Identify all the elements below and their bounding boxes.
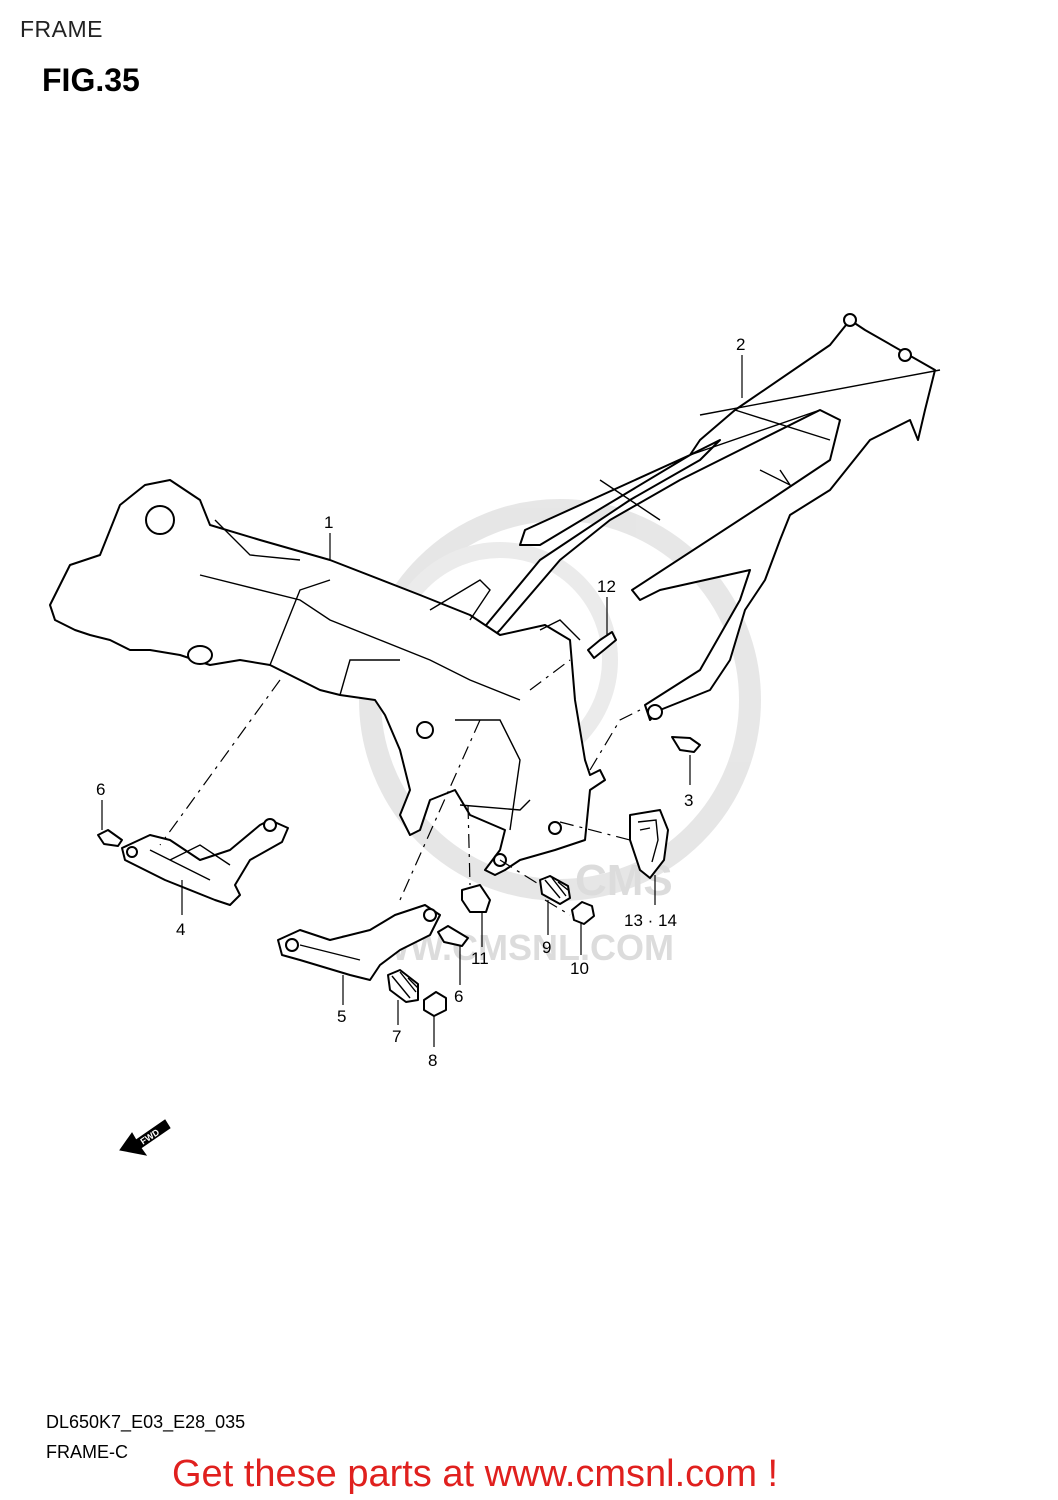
callout-3: 3	[684, 791, 693, 810]
callout-10: 10	[570, 959, 589, 978]
figure-title: FIG.35	[42, 62, 140, 98]
promo-link[interactable]: Get these parts at www.cmsnl.com !	[172, 1453, 779, 1495]
diagram-model-code: DL650K7_E03_E28_035	[46, 1412, 246, 1432]
part-callouts: 1 2 3 4 5 6 6 7 8 9 10 11 12 13 · 14	[96, 335, 745, 1070]
nut-10	[571, 901, 595, 925]
footrest-bracket-part-4	[121, 818, 289, 906]
callout-6-left: 6	[96, 780, 105, 799]
cover-13-14	[629, 809, 669, 879]
bolt-6-left	[97, 829, 123, 847]
nut-8	[423, 991, 447, 1017]
callout-11: 11	[471, 949, 489, 968]
leader-lines	[101, 355, 743, 1047]
bolt-3	[671, 736, 701, 753]
callout-7: 7	[392, 1027, 401, 1046]
footrest-bracket-part-5	[277, 904, 441, 981]
callout-6-center: 6	[454, 987, 463, 1006]
section-title: FRAME	[20, 16, 103, 42]
callout-2: 2	[736, 335, 745, 354]
bolt-12	[587, 631, 617, 659]
bushing-11	[461, 884, 491, 913]
forward-direction-arrow-icon: FWD	[119, 1119, 171, 1156]
callout-9: 9	[542, 938, 551, 957]
callout-8: 8	[428, 1051, 437, 1070]
spring-7	[387, 969, 419, 1003]
bolt-6-center	[437, 925, 469, 947]
diagram-frame-code: FRAME-C	[46, 1442, 128, 1462]
main-frame-part-1	[49, 479, 606, 876]
hardware-parts	[97, 631, 701, 1017]
callout-1: 1	[324, 513, 333, 532]
assembly-lines	[159, 659, 641, 916]
callout-4: 4	[176, 920, 185, 939]
callout-5: 5	[337, 1007, 346, 1026]
callout-12: 12	[597, 577, 616, 596]
callout-13-14: 13 · 14	[624, 911, 677, 930]
